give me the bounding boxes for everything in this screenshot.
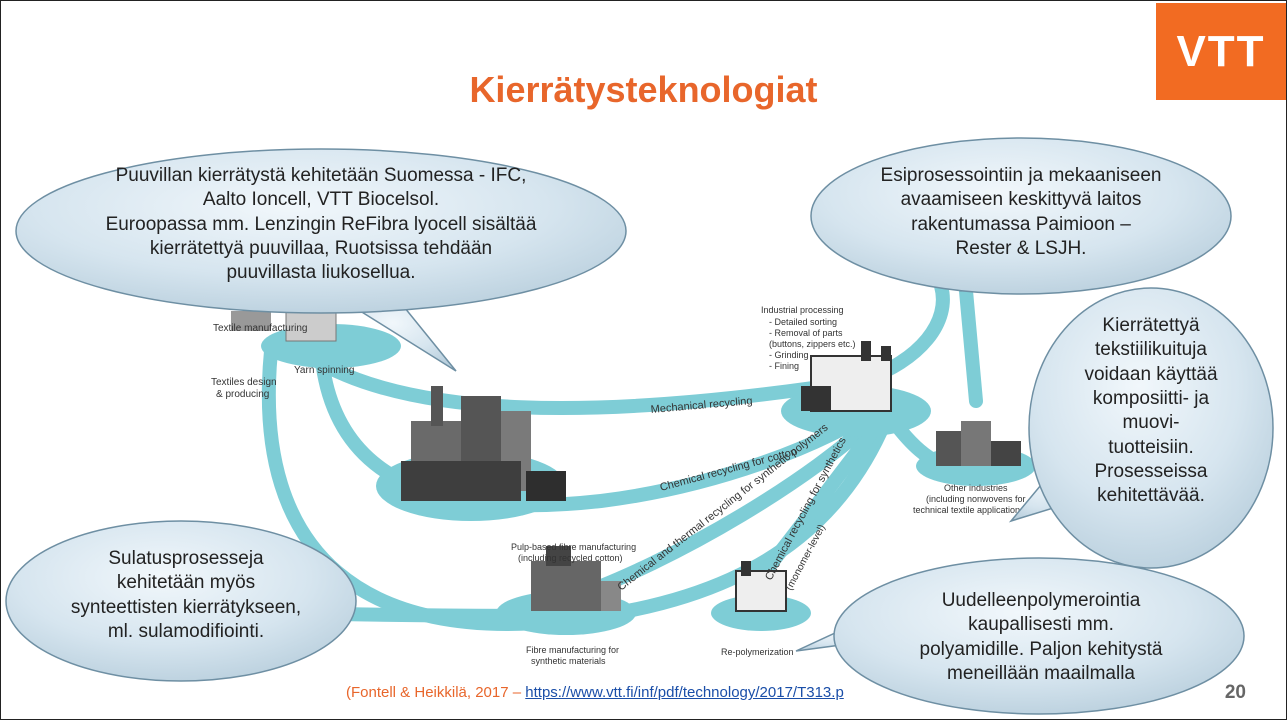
factory-other	[936, 421, 1021, 466]
source-link[interactable]: https://www.vtt.fi/inf/pdf/technology/20…	[525, 684, 844, 701]
top-link	[959, 284, 983, 408]
bubble-line: synteettisten kierrätykseen,	[70, 596, 302, 618]
bubble-line: tekstiilikuituja	[1095, 339, 1207, 361]
speech-bubbles	[5, 137, 1274, 715]
bubble-line: Sulatusprosesseja	[108, 548, 264, 569]
slide-title: Kierrätysteknologiat	[469, 69, 818, 110]
cotton-loop	[314, 344, 878, 513]
bubble-line: komposiitti- ja	[1092, 387, 1210, 409]
bubble-line: ml. sulamodifiointi.	[107, 620, 265, 642]
factory-industrial	[801, 341, 892, 412]
label-pulp-based: Pulp-based fibre manufacturing (includin…	[511, 542, 639, 563]
bubble-line: Uudelleenpolymerointia	[941, 590, 1141, 611]
bubble-bottom-right-text: Uudelleenpolymerointia kaupallisesti mm.…	[881, 589, 1201, 686]
bubble-line: puuvillasta liukosellua.	[226, 262, 416, 284]
label-textile-manufacturing: Textile manufacturing	[213, 323, 308, 334]
label-textiles-design: Textiles design & producing	[211, 377, 279, 400]
factory-repoly	[735, 561, 787, 612]
bubble-line: kehitettävää.	[1097, 485, 1205, 507]
label-other-industries: Other industries (including nonwovens fo…	[913, 483, 1028, 515]
bubble-top-right-body	[810, 137, 1232, 295]
bubble-line: Rester & LSJH.	[955, 237, 1087, 259]
bubble-line: kaupallisesti mm.	[968, 614, 1114, 636]
factory-pulp	[401, 386, 566, 501]
bubble-top-right-text: Esiprosessointiin ja mekaaniseen avaamis…	[841, 164, 1201, 261]
bubble-line: kierrätettyä puuvillaa, Ruotsissa tehdää…	[149, 237, 493, 259]
bubble-line: kehitetään myös	[116, 572, 256, 594]
bubble-line: Prosesseissa	[1094, 460, 1208, 482]
bubble-line: meneillään maailmalla	[947, 662, 1135, 684]
bubble-line: Aalto Ioncell, VTT Biocelsol.	[202, 189, 440, 211]
bubble-top-left-text: Puuvillan kierrätystä kehitetään Suomess…	[91, 164, 551, 286]
vtt-logo: VTT	[1156, 3, 1286, 100]
bubble-line: Puuvillan kierrätystä kehitetään Suomess…	[115, 165, 527, 186]
bubble-line: tuotteisiin.	[1108, 436, 1194, 458]
label-fibre-synthetic: Fibre manufacturing for synthetic materi…	[526, 645, 622, 666]
source-citation: (Fontell & Heikkilä, 2017 – https://www.…	[346, 684, 844, 701]
bubble-line: Euroopassa mm. Lenzingin ReFibra lyocell…	[105, 213, 537, 235]
bubble-line: avaamiseen keskittyvä laitos	[900, 189, 1142, 211]
mechanical-recycling-loop	[294, 279, 950, 416]
bubble-top-left-body	[15, 148, 627, 314]
bubble-right-text: Kierrätettyä tekstiilikuituja voidaan kä…	[1071, 314, 1231, 509]
bubble-right-body	[1028, 287, 1274, 569]
bubble-bottom-left-body	[5, 520, 357, 682]
bubble-line: muovi-	[1122, 412, 1180, 434]
bubble-line: Esiprosessointiin ja mekaaniseen	[880, 165, 1162, 186]
bubble-bottom-left-text: Sulatusprosesseja kehitetään myös syntee…	[41, 547, 331, 644]
label-repolymerization: Re-polymerization	[721, 647, 794, 657]
bubble-line: Kierrätettyä	[1102, 315, 1200, 336]
label-industrial-processing: Industrial processing - Detailed sorting…	[761, 305, 858, 371]
factory-synthetic	[531, 546, 621, 611]
bubble-line: voidaan käyttää	[1084, 363, 1218, 385]
bubble-bottom-right-body	[833, 557, 1245, 715]
page-number: 20	[1224, 682, 1246, 703]
bubble-line: rakentumassa Paimioon –	[911, 213, 1131, 235]
source-prefix: (Fontell & Heikkilä, 2017 –	[346, 684, 526, 701]
bubble-line: polyamidille. Paljon kehitystä	[919, 638, 1163, 660]
label-yarn-spinning: Yarn spinning	[294, 365, 354, 376]
